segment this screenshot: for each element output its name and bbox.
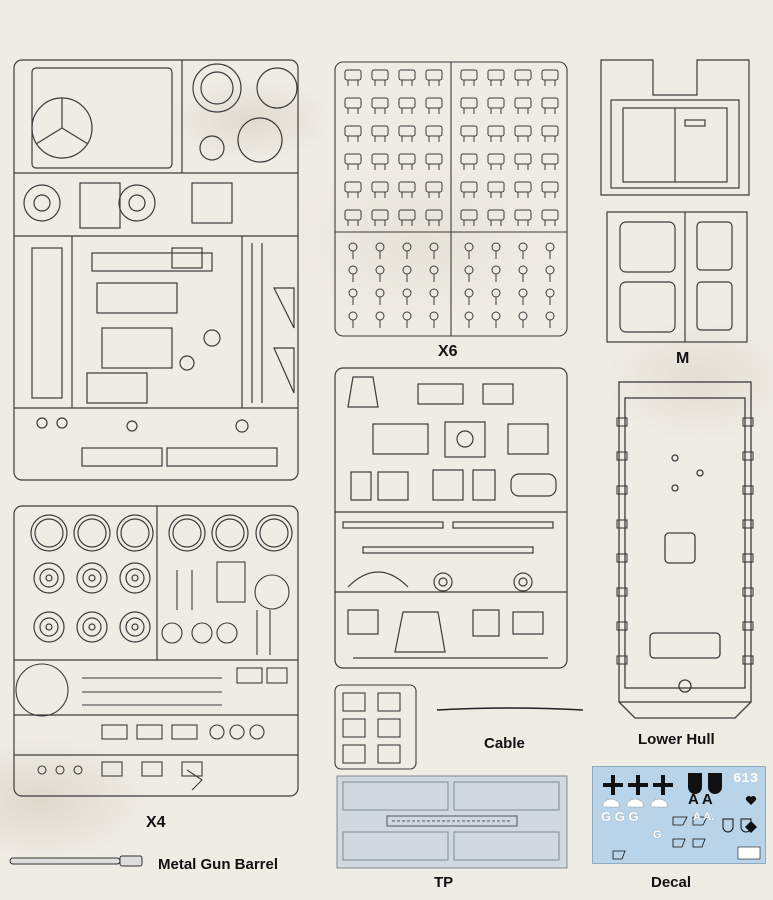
- decal-number: 613: [733, 771, 759, 787]
- metal-gun-barrel: [9, 855, 143, 867]
- cable: [436, 707, 584, 711]
- label-x4: X4: [146, 814, 166, 831]
- label-lower-hull: Lower Hull: [638, 731, 715, 748]
- photo-etch-tp: [336, 775, 568, 869]
- decal-letters-small: A A.: [693, 811, 715, 823]
- sprue-m-upper: [600, 59, 750, 196]
- label-metal-gun-barrel: Metal Gun Barrel: [158, 856, 279, 873]
- label-x6: X6: [438, 343, 458, 360]
- decal-letters: A A: [688, 791, 713, 808]
- sprue-x4: [13, 505, 299, 797]
- sprue-tp-top: [334, 684, 417, 770]
- decal-g-small: G: [653, 829, 662, 841]
- label-m: M: [676, 350, 690, 367]
- decal-g-row: G G G: [601, 809, 639, 824]
- label-decal: Decal: [651, 874, 692, 891]
- label-cable: Cable: [484, 735, 525, 752]
- lower-hull: [616, 381, 754, 719]
- decal-art: [602, 773, 761, 860]
- sprue-x-top: [13, 59, 299, 481]
- sprue-m-lower: [606, 211, 748, 343]
- decal-sheet: 613 A A G G G A A. G: [592, 766, 766, 864]
- sprue-y: [334, 367, 568, 669]
- sprue-x6: [334, 61, 568, 337]
- label-tp: TP: [434, 874, 454, 891]
